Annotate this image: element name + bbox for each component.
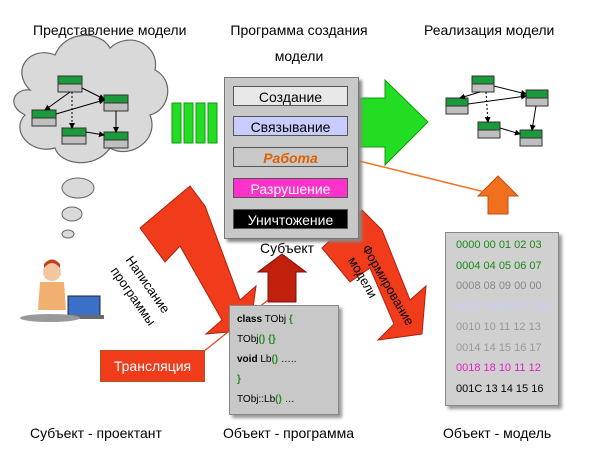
program-panel: Создание Связывание Работа Разрушение Ун…	[224, 77, 359, 239]
code-token: {	[288, 314, 293, 325]
step-link: Связывание	[233, 116, 348, 136]
binary-row: 0004 04 05 06 07	[456, 259, 542, 272]
header-middle-line1: Программа создания	[230, 22, 368, 38]
work-to-model-line	[346, 157, 507, 201]
code-token: void	[237, 354, 258, 365]
header-right: Реализация модели	[424, 22, 555, 38]
code-token: ()	[258, 334, 266, 345]
footer-right: Объект - модель	[443, 425, 552, 441]
step-create: Создание	[233, 86, 348, 106]
code-token: …..	[278, 354, 297, 365]
code-token: class	[237, 314, 263, 325]
code-line: void Lb() …..	[237, 354, 296, 365]
binary-row: 0018 18 10 11 12	[456, 362, 541, 374]
binary-row: 0000 00 01 02 03	[456, 239, 542, 251]
step-annihilate: Уничтожение	[233, 209, 348, 229]
code-token: {}	[267, 334, 276, 345]
code-line: TObj() {}	[237, 334, 276, 345]
footer-left: Субъект - проектант	[30, 425, 162, 441]
translation-box: Трансляция	[100, 350, 205, 382]
code-line: TObj::Lb() …	[237, 394, 295, 405]
step-work: Работа	[233, 147, 348, 167]
code-up-arrow	[256, 253, 308, 303]
footer-middle: Объект - программа	[223, 425, 354, 441]
thought-cloud	[13, 34, 169, 239]
code-line: class TObj {	[237, 314, 293, 325]
code-token: TObj	[237, 334, 259, 345]
binary-row: 0014 14 15 16 17	[456, 341, 542, 354]
subject-label: Субъект	[260, 240, 315, 256]
code-token: Lb	[257, 354, 272, 365]
code-token: TObj	[262, 314, 289, 325]
step-destroy: Разрушение	[233, 178, 348, 198]
binary-row: 001C 13 14 15 16	[456, 382, 544, 395]
code-token: ()	[275, 394, 282, 405]
green-flow-arrow	[171, 78, 429, 167]
person-at-laptop-icon	[20, 259, 104, 322]
code-token: }	[237, 374, 241, 385]
code-panel: class TObj {TObj() {}void Lb() …..}TObj:…	[229, 305, 339, 415]
cloud-graph	[31, 75, 129, 149]
binary-row: 000C 0A 0B 0C 0D	[456, 300, 549, 313]
code-token: …	[281, 394, 295, 405]
binary-row: 0008 08 09 00 00	[456, 280, 542, 292]
header-middle-line2: модели	[274, 48, 324, 64]
model-graph	[445, 75, 549, 147]
header-left: Представление модели	[33, 22, 187, 38]
binary-row: 0010 10 11 12 13	[456, 321, 541, 333]
binary-panel: 0000 00 01 02 03 0004 04 05 06 07 0008 08 …	[445, 232, 559, 406]
code-token: TObj::Lb	[237, 394, 276, 405]
code-token: ()	[271, 354, 279, 365]
form-model-arrow	[321, 209, 427, 341]
code-line: }	[237, 374, 241, 385]
